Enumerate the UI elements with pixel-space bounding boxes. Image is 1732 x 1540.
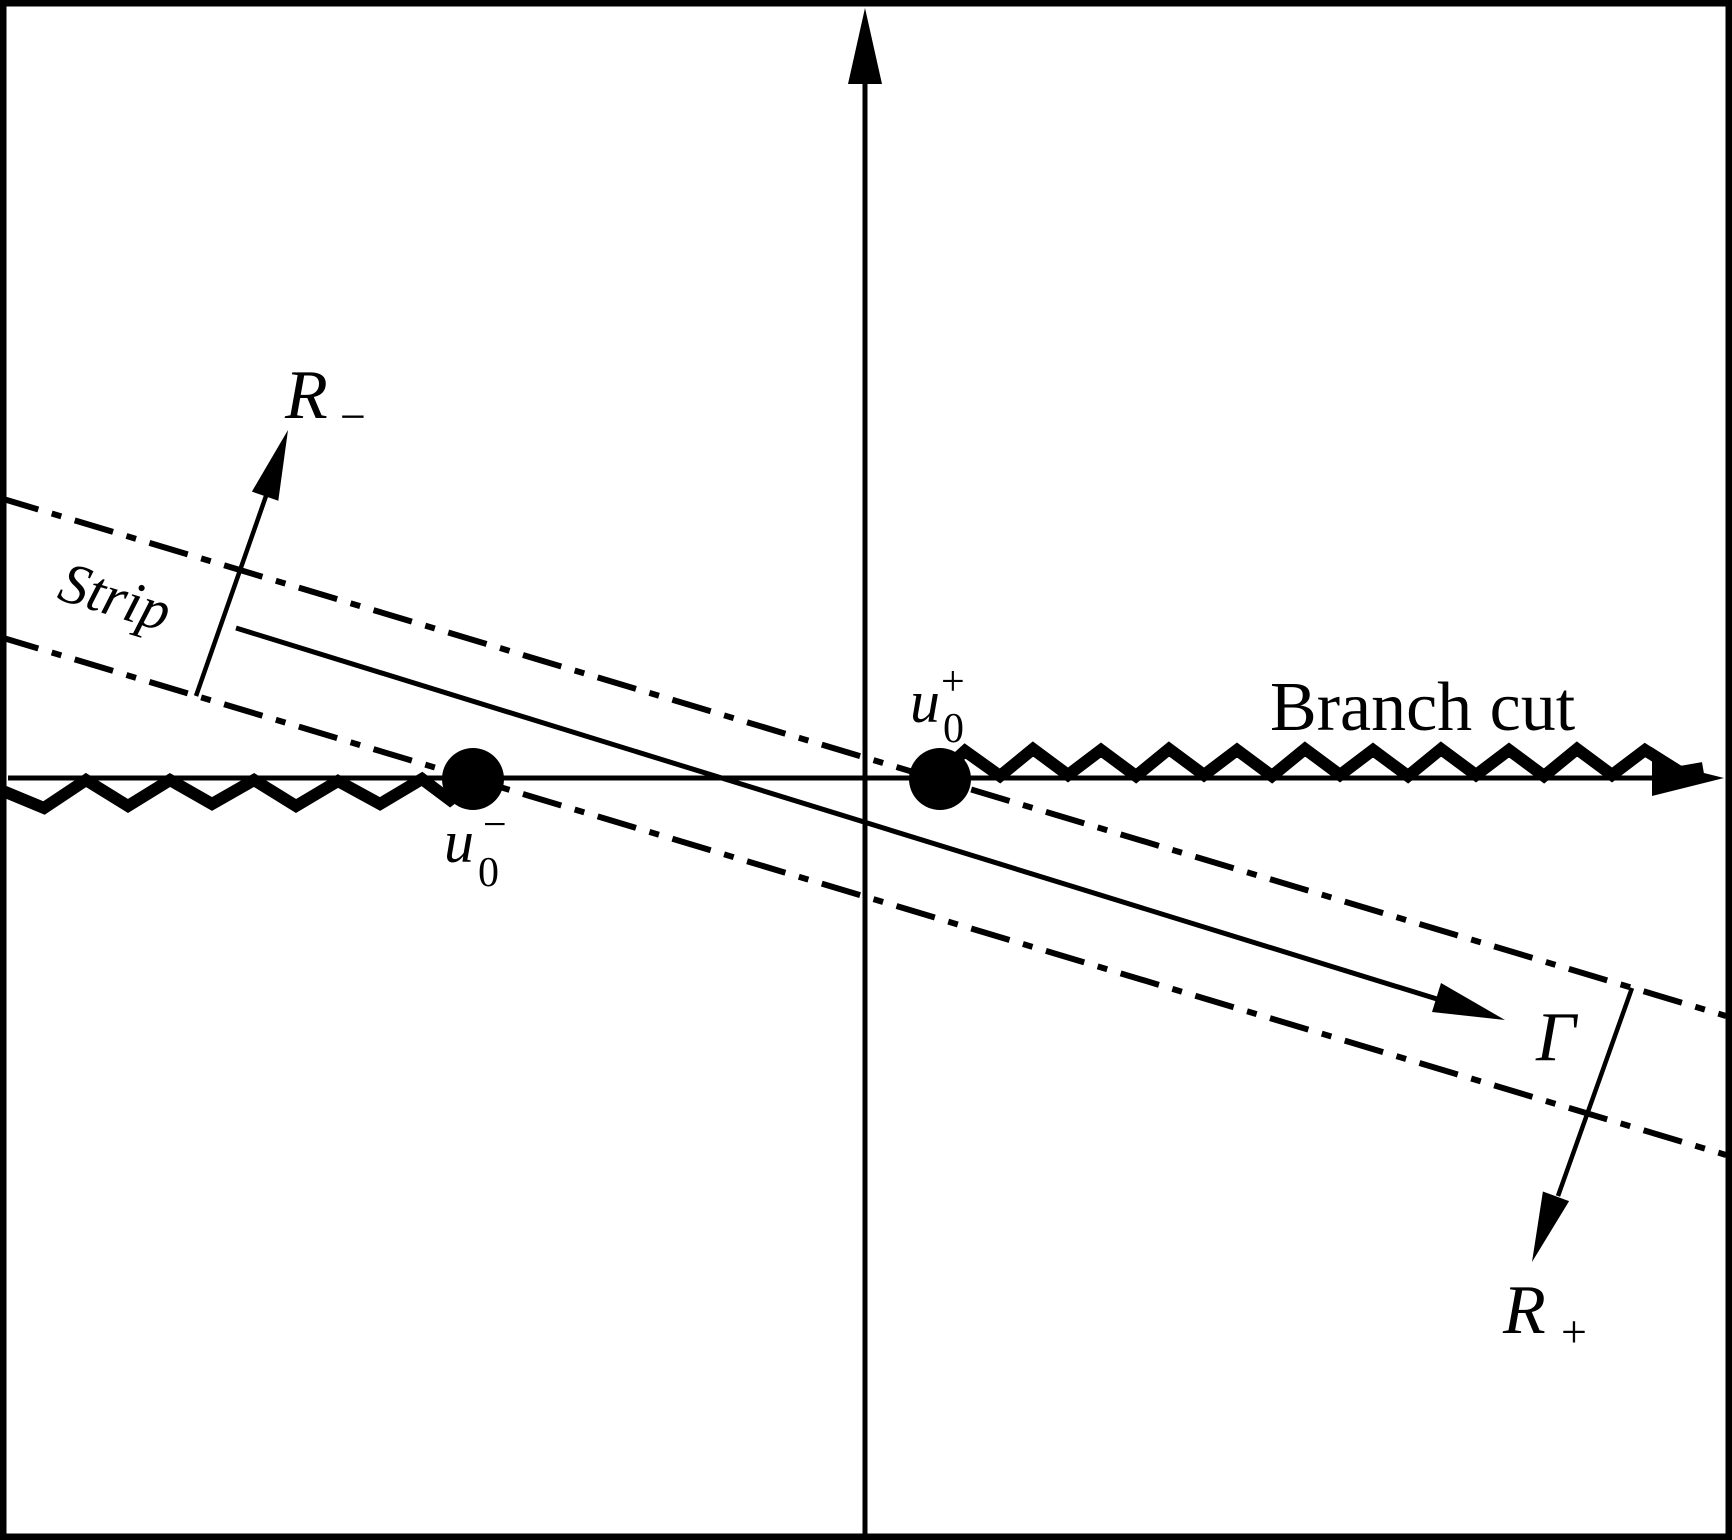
branch-point-u0-minus — [442, 748, 504, 810]
u0-plus-label-base: u — [910, 669, 940, 735]
r-plus-arrowhead-icon — [1532, 1191, 1570, 1262]
strip-label: Strip — [52, 549, 179, 644]
u0-plus-label-sub: 0 — [943, 706, 964, 752]
r-minus-label-sub: − — [340, 391, 366, 442]
branch-cut-label: Branch cut — [1270, 669, 1576, 746]
strip-lower-boundary-line — [0, 634, 1727, 1158]
u0-minus-label-sup: − — [483, 802, 507, 848]
contour-gamma-line — [235, 625, 1438, 1002]
branch-cut-left-zigzag — [0, 771, 477, 815]
r-minus-arrowhead-icon — [251, 430, 288, 501]
strip-upper-boundary-line — [0, 495, 1727, 1019]
branch-point-u0-plus — [909, 748, 971, 810]
u0-plus-label-sup: + — [941, 659, 965, 705]
r-plus-label-base: R — [1502, 1272, 1546, 1349]
vertical-axis-arrowhead-icon — [848, 8, 882, 84]
contour-gamma-arrowhead-icon — [1432, 983, 1505, 1020]
r-minus-arrow — [193, 495, 269, 697]
gamma-label: Γ — [1535, 999, 1579, 1076]
u0-minus-label-sub: 0 — [478, 850, 499, 896]
r-plus-arrow — [1555, 987, 1635, 1197]
branch-cut-right-zigzag — [937, 741, 1705, 784]
u0-minus-label-base: u — [444, 809, 474, 875]
r-plus-label-sub: + — [1561, 1306, 1587, 1357]
r-minus-label-base: R — [284, 357, 328, 434]
